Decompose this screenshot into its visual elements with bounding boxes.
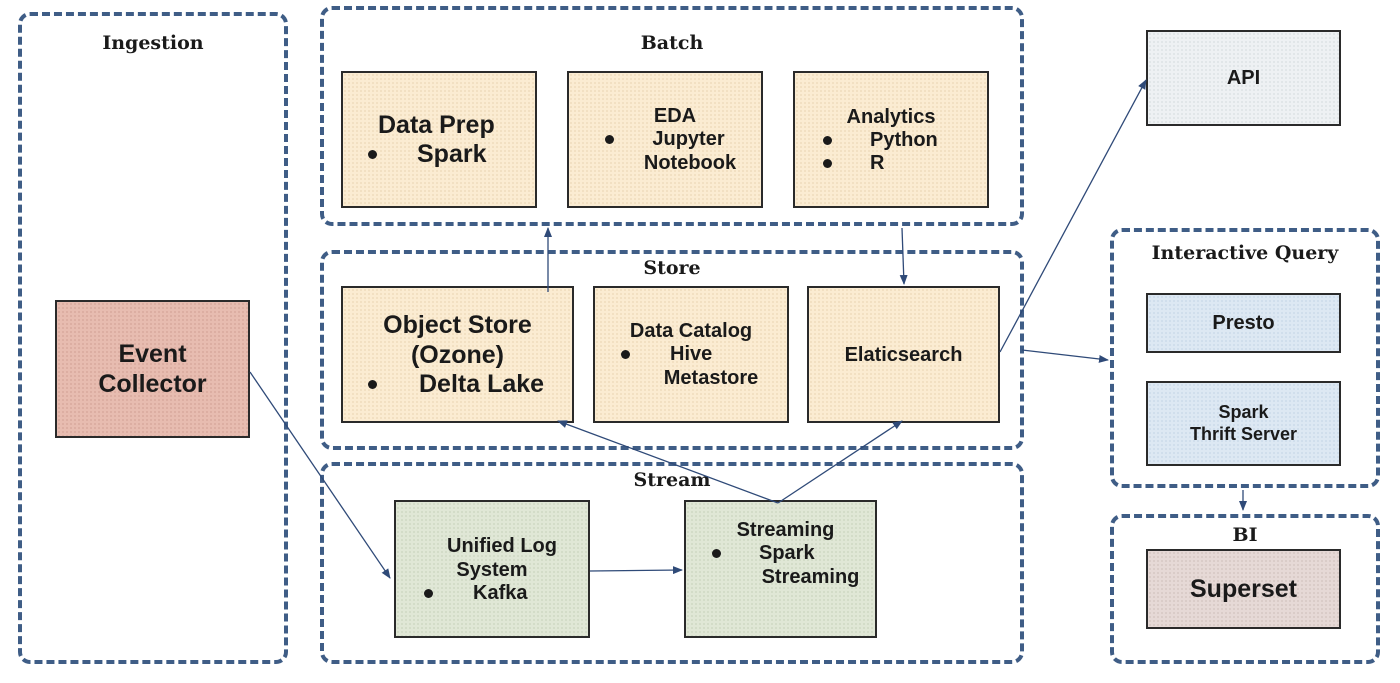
superset-title: Superset (1190, 575, 1297, 603)
streaming-title: Streaming (736, 519, 835, 541)
analytics-box: Analytics Python R (793, 71, 989, 208)
group-title-stream: Stream (633, 469, 711, 491)
arrow-streaming-to-elasticsearch (777, 420, 903, 504)
bullet-icon (712, 549, 721, 558)
eda-bullet-text-b: Notebook (643, 152, 737, 174)
group-bi: BI (1110, 514, 1380, 664)
arrow-streaming-to-object-store (557, 420, 779, 504)
unified-log-title-2: System (456, 558, 528, 581)
unified-log-box: Unified Log System Kafka (394, 500, 590, 638)
spark-thrift-title-1: Spark (1218, 401, 1269, 422)
arrow-elasticsearch-to-api (999, 79, 1147, 353)
group-title-ingestion: Ingestion (102, 32, 204, 54)
elasticsearch-box: Elaticsearch (807, 286, 1000, 423)
presto-title: Presto (1212, 312, 1275, 334)
bullet-icon (605, 135, 615, 144)
unified-log-bullet-text: Kafka (473, 581, 528, 604)
analytics-bullet-1: Python (795, 129, 987, 152)
arrow-event-collector-to-unified-log (249, 371, 391, 579)
bullet-icon (823, 158, 832, 168)
bullet-icon (368, 150, 377, 159)
streaming-bullet: Spark (686, 542, 875, 565)
api-box: API (1146, 30, 1341, 126)
data-catalog-bullet-text-a: Hive (670, 343, 713, 365)
eda-title: EDA (653, 105, 697, 127)
analytics-bullet-2-text: R (870, 151, 885, 174)
event-collector-title-1: Event (118, 340, 187, 368)
data-prep-title: Data Prep (378, 111, 495, 139)
analytics-title: Analytics (846, 105, 936, 128)
object-store-bullet-text: Delta Lake (419, 370, 545, 398)
object-store-title-1: Object Store (383, 311, 532, 339)
elasticsearch-title: Elaticsearch (844, 343, 963, 366)
arrow-unified-log-to-streaming (589, 566, 683, 575)
group-title-batch: Batch (640, 32, 704, 54)
unified-log-bullet: Kafka (396, 582, 588, 605)
superset-box: Superset (1146, 549, 1341, 629)
event-collector-box: Event Collector (55, 300, 250, 438)
data-prep-box: Data Prep Spark (341, 71, 537, 208)
data-prep-bullet-text: Spark (417, 140, 487, 168)
bullet-icon (823, 135, 832, 145)
arrow-elasticsearch-to-interactive-query (1021, 349, 1109, 363)
data-prep-bullet: Spark (368, 140, 535, 169)
group-batch: Batch (320, 6, 1024, 226)
group-interactive-query: Interactive Query (1110, 228, 1380, 488)
streaming-bullet-text-a: Spark (759, 542, 815, 564)
group-title-bi: BI (1232, 524, 1258, 546)
analytics-bullet-2: R (795, 152, 987, 175)
eda-bullet: Jupyter (569, 128, 761, 151)
bullet-icon (368, 380, 377, 389)
data-catalog-bullet: Hive (595, 343, 787, 366)
object-store-box: Object Store (Ozone) Delta Lake (341, 286, 574, 423)
streaming-box: Streaming Spark Streaming (684, 500, 877, 638)
group-title-store: Store (643, 257, 701, 279)
bullet-icon (621, 350, 630, 359)
eda-bullet-text-a: Jupyter (652, 128, 725, 150)
data-catalog-bullet-text-b: Metastore (663, 367, 759, 389)
eda-box: EDA Jupyter Notebook (567, 71, 763, 208)
presto-box: Presto (1146, 293, 1341, 353)
bullet-icon (424, 588, 433, 598)
data-catalog-title: Data Catalog (629, 320, 753, 342)
group-ingestion: Ingestion (18, 12, 288, 664)
streaming-bullet-text-b: Streaming (761, 566, 860, 588)
object-store-title-2: (Ozone) (410, 341, 505, 369)
data-catalog-box: Data Catalog Hive Metastore (593, 286, 789, 423)
api-title: API (1226, 67, 1261, 89)
object-store-bullet: Delta Lake (343, 370, 572, 399)
analytics-bullet-1-text: Python (870, 128, 938, 151)
unified-log-title-1: Unified Log (447, 534, 557, 557)
spark-thrift-box: Spark Thrift Server (1146, 381, 1341, 466)
arrow-analytics-to-elasticsearch (899, 227, 908, 285)
spark-thrift-title-2: Thrift Server (1189, 423, 1298, 444)
event-collector-title-2: Collector (98, 370, 207, 398)
group-title-interactive-query: Interactive Query (1151, 242, 1339, 264)
